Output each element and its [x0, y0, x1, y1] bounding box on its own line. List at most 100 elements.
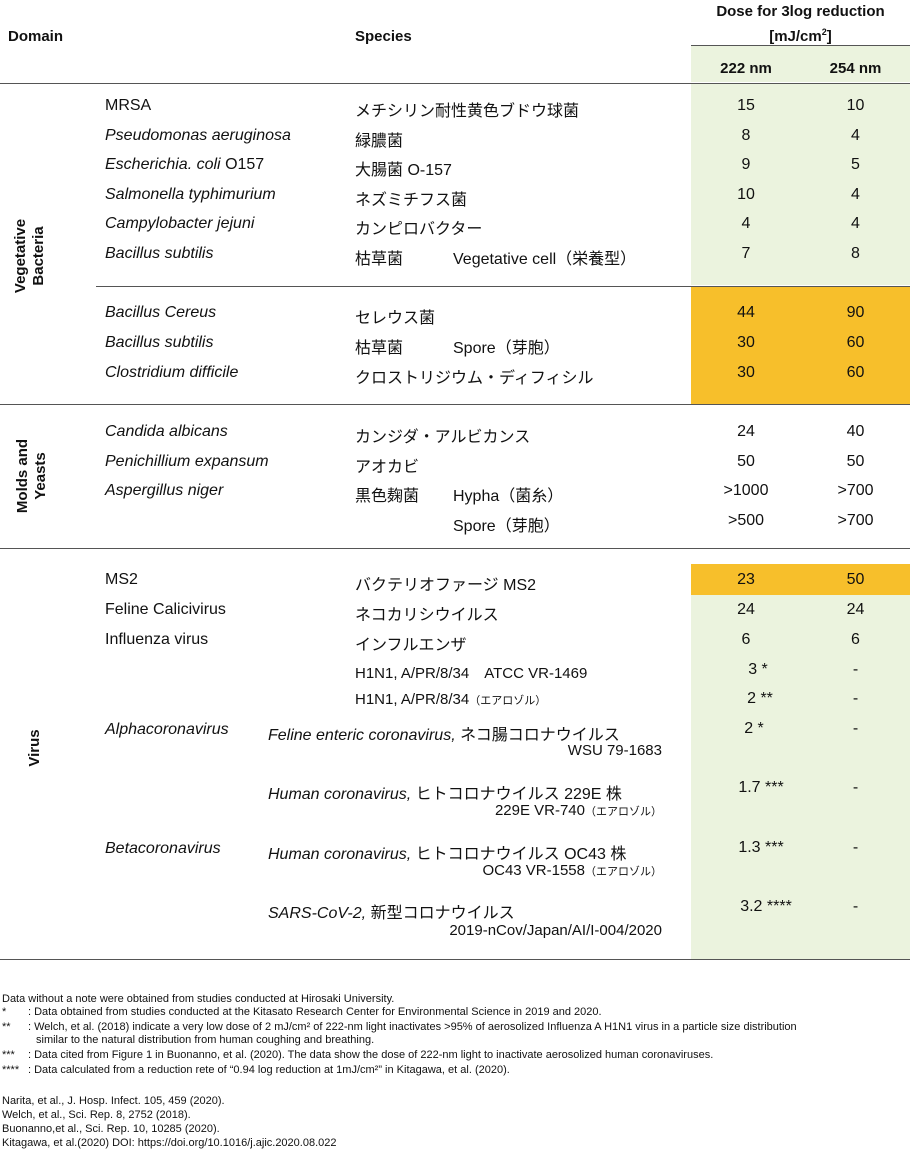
- header-species: Species: [355, 28, 412, 45]
- reference-2: Welch, et al., Sci. Rep. 8, 2752 (2018).: [2, 1109, 191, 1121]
- row-cdiff-222: 30: [737, 364, 755, 381]
- footnote-mark-3: ***: [2, 1049, 15, 1061]
- row-bsub-254: 8: [851, 245, 860, 262]
- row-penic-jp: アオカビ: [355, 459, 420, 476]
- row-fecv-genus: Alphacoronavirus: [105, 721, 229, 738]
- row-h229-jp: ヒトコロナウイルス 229E 株: [415, 786, 622, 803]
- row-h229-222: 1.7 ***: [738, 779, 784, 796]
- row-sars-sp: SARS-CoV-2,: [268, 905, 367, 922]
- footnote-mark-4: ****: [2, 1064, 20, 1076]
- footnote-mark-2: **: [2, 1021, 11, 1033]
- row-salm-222: 10: [737, 186, 755, 203]
- row-pseudo-254: 4: [851, 127, 860, 144]
- rule-molds-top: [0, 404, 910, 405]
- domain-vegetative-text: Vegetative Bacteria: [12, 218, 47, 294]
- vegetative-green-block: [691, 84, 910, 285]
- row-flu-222: 6: [741, 631, 751, 648]
- row-h229-aerosol: （エアロゾル）: [585, 806, 662, 818]
- domain-virus-text: Virus: [26, 729, 43, 767]
- row-h1n1b-strain: H1N1, A/PR/8/34（エアロゾル）: [355, 691, 546, 708]
- row-cdiff-254: 60: [846, 364, 865, 381]
- row-h1n1b-254: -: [852, 690, 859, 707]
- header-dose-line1: Dose for 3log reduction: [716, 3, 885, 20]
- row-asp-222: >1000: [723, 482, 769, 499]
- row-bsub-222: 7: [741, 245, 751, 262]
- row-bcer-jp: セレウス菌: [355, 310, 436, 327]
- row-sars-species: SARS-CoV-2, 新型コロナウイルス: [268, 899, 515, 923]
- rule-table-bottom: [0, 959, 910, 960]
- row-pseudo-222: 8: [741, 127, 751, 144]
- header-dose-line2: [mJ/cm2]: [691, 22, 910, 47]
- header-222: 222 nm: [720, 60, 772, 77]
- footnote-2b: similar to the natural distribution from…: [36, 1034, 375, 1046]
- row-ms2-jp: バクテリオファージ MS2: [355, 577, 537, 594]
- row-oc43-aerosol: （エアロゾル）: [585, 866, 662, 878]
- row-candida-name: Candida albicans: [105, 423, 228, 440]
- row-oc43-254: -: [852, 839, 859, 856]
- row-fecv-jp: ネコ腸コロナウイルス: [460, 727, 620, 744]
- row-campy-name: Campylobacter jejuni: [105, 215, 255, 232]
- row-candida-254: 40: [846, 423, 865, 440]
- row-bsub-jp: 枯草菌: [355, 251, 404, 268]
- domain-molds: Molds and Yeasts: [14, 424, 54, 528]
- row-mrsa-254: 10: [846, 97, 865, 114]
- row-bcer-254: 90: [846, 304, 865, 321]
- row-mrsa-jp: メチシリン耐性黄色ブドウ球菌: [355, 103, 580, 120]
- row-campy-jp: カンピロバクター: [355, 221, 483, 238]
- domain-virus: Virus: [26, 696, 46, 800]
- rule-header-bottom: [0, 83, 910, 84]
- row-bsubsp-222: 30: [737, 334, 755, 351]
- header-domain: Domain: [8, 28, 64, 45]
- row-penic-222: 50: [737, 453, 755, 470]
- row-h1n1a-254: -: [852, 661, 859, 678]
- row-ecoli-222: 9: [741, 156, 751, 173]
- row-aspsp-222: >500: [727, 512, 765, 529]
- row-asp-jp: 黒色麹菌: [355, 488, 420, 505]
- row-bsub-name: Bacillus subtilis: [105, 245, 214, 262]
- domain-vegetative: Vegetative Bacteria: [12, 204, 52, 308]
- row-h1n1a-strain: H1N1, A/PR/8/34 ATCC VR-1469: [355, 665, 588, 682]
- row-salm-name: Salmonella typhimurium: [105, 186, 276, 203]
- row-cdiff-name: Clostridium difficile: [105, 364, 239, 381]
- row-aspsp-note: Spore（芽胞）: [453, 518, 560, 535]
- rule-virus-top: [0, 548, 910, 549]
- row-asp-note: Hypha（菌糸）: [453, 488, 564, 505]
- reference-4: Kitagawa, et al.(2020) DOI: https://doi.…: [2, 1137, 337, 1149]
- row-h1n1b-aerosol: （エアロゾル）: [469, 695, 547, 707]
- row-ecoli-name: Escherichia. coli O157: [105, 156, 264, 174]
- row-asp-254: >700: [837, 482, 874, 499]
- footnote-2a: : Welch, et al. (2018) indicate a very l…: [28, 1021, 797, 1033]
- row-bsubsp-name: Bacillus subtilis: [105, 334, 214, 351]
- row-candida-222: 24: [737, 423, 755, 440]
- row-h1n1b-strain-text: H1N1, A/PR/8/34: [355, 691, 470, 708]
- spore-orange-block: [691, 287, 910, 404]
- row-asp-name: Aspergillus niger: [105, 482, 224, 499]
- row-salm-254: 4: [851, 186, 860, 203]
- footnote-general: Data without a note were obtained from s…: [2, 993, 395, 1005]
- row-oc43-sp: Human coronavirus,: [268, 846, 412, 863]
- row-campy-254: 4: [851, 215, 860, 232]
- row-bsub-note: Vegetative cell（栄養型）: [453, 251, 637, 268]
- row-mrsa-name: MRSA: [105, 97, 152, 114]
- row-flu-254: 6: [851, 631, 860, 648]
- row-h229-strain: 229E VR-740（エアロゾル）: [440, 802, 662, 819]
- row-bcer-name: Bacillus Cereus: [105, 304, 217, 321]
- row-h1n1b-222: 2 **: [747, 690, 773, 707]
- row-mrsa-222: 15: [737, 97, 755, 114]
- row-oc43-jp: ヒトコロナウイルス OC43 株: [415, 846, 627, 863]
- row-h229-254: -: [852, 779, 859, 796]
- row-ecoli-254: 5: [851, 156, 860, 173]
- row-fcv-jp: ネコカリシウイルス: [355, 607, 499, 624]
- header-254: 254 nm: [829, 60, 882, 77]
- row-ms2-name: MS2: [105, 571, 138, 588]
- row-sars-jp: 新型コロナウイルス: [370, 905, 515, 922]
- row-ms2-222: 23: [737, 571, 755, 588]
- virus-green-block: [691, 595, 910, 959]
- footnote-mark-1: *: [2, 1006, 7, 1018]
- row-candida-jp: カンジダ・アルビカンス: [355, 429, 531, 446]
- domain-molds-text: Molds and Yeasts: [14, 438, 49, 514]
- row-pseudo-jp: 緑膿菌: [355, 133, 404, 150]
- row-ecoli-jp: 大腸菌 O-157: [355, 162, 452, 179]
- footnote-1: : Data obtained from studies conducted a…: [28, 1006, 602, 1018]
- row-oc43-genus: Betacoronavirus: [105, 840, 221, 857]
